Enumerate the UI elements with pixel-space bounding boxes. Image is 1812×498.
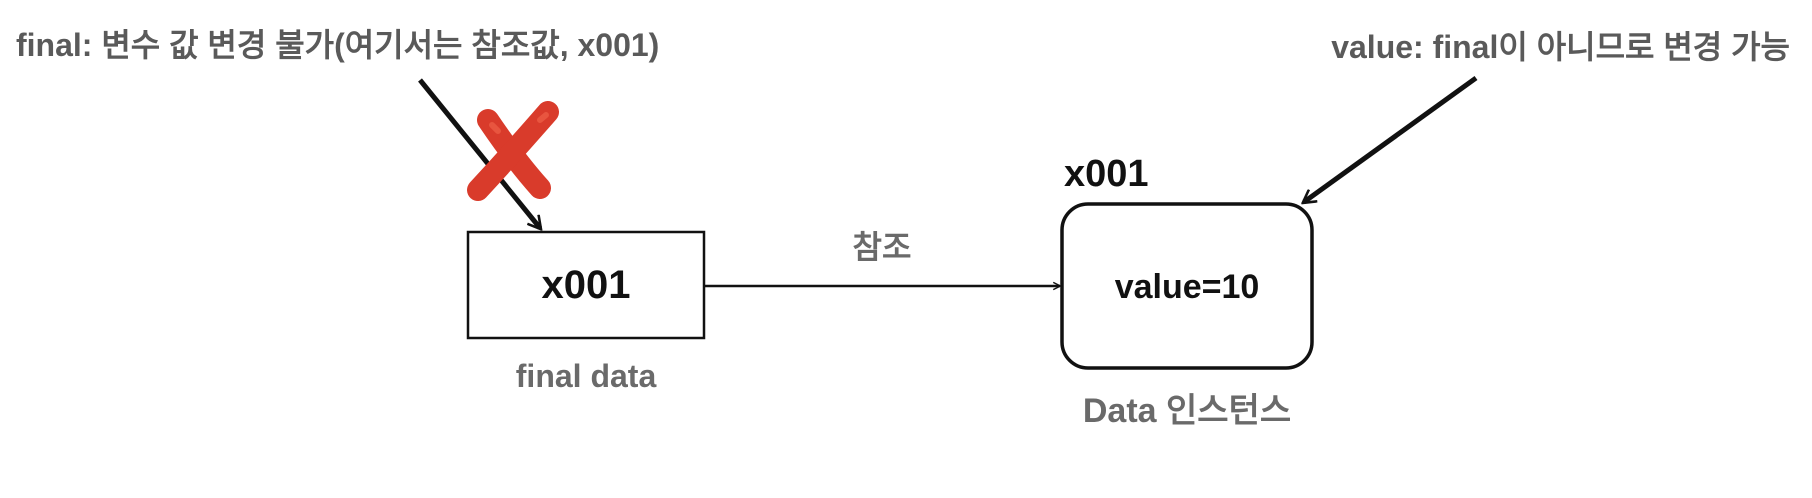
value-annotation-text: value: final이 아니므로 변경 가능 [1331,29,1790,65]
red-x-icon [467,101,559,201]
variable-caption: final data [516,358,657,394]
data-instance-box [1060,202,1314,370]
value-annotation-arrow [1304,75,1478,202]
final-annotation-text: final: 변수 값 변경 불가(여기서는 참조값, x001) [16,27,659,63]
reference-label: 참조 [853,229,912,265]
instance-address-label: x001 [1064,153,1149,195]
final-annotation-arrow [418,78,540,228]
variable-value-text: x001 [542,263,631,307]
instance-content-text: value=10 [1115,268,1260,306]
instance-caption: Data 인스턴스 [1083,392,1291,430]
